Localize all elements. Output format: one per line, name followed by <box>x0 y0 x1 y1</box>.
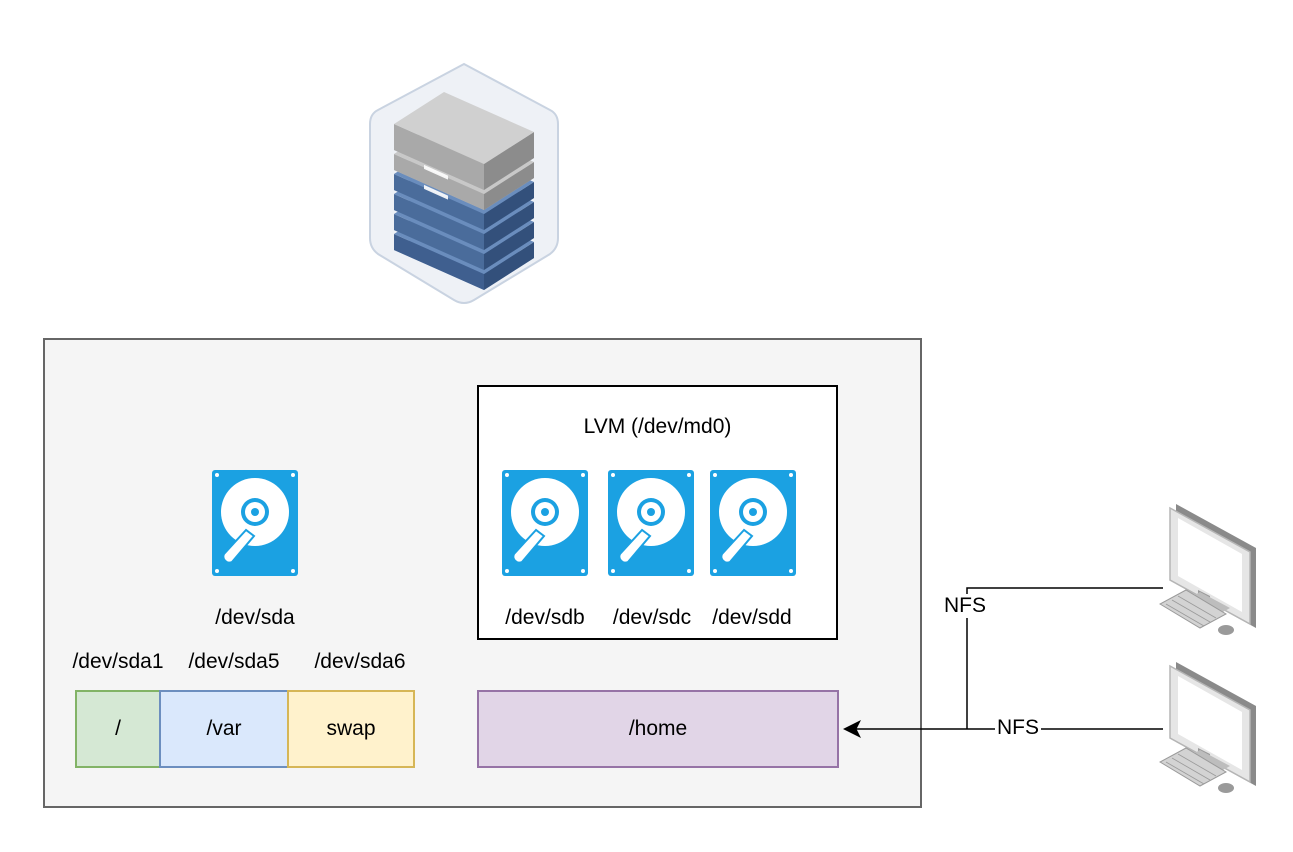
hard-disk-icon <box>212 470 298 576</box>
disk-label-sdb: /dev/sdb <box>505 606 585 629</box>
server-rack-icon <box>369 62 559 304</box>
nfs-line-top <box>966 587 1163 729</box>
nfs-label-top: NFS <box>943 594 987 618</box>
partition-label-sda5: /dev/sda5 <box>188 650 280 673</box>
hard-disk-icon <box>608 470 694 576</box>
lvm-label: LVM (/dev/md0) <box>583 415 732 438</box>
partition-label-sda1: /dev/sda1 <box>72 650 164 673</box>
partition-swap: swap <box>287 690 415 768</box>
disk-label-sdd: /dev/sdd <box>712 606 792 629</box>
desktop-computer-icon <box>1158 662 1256 793</box>
nfs-label-bottom: NFS <box>995 716 1041 740</box>
partition-label-sda6: /dev/sda6 <box>314 650 406 673</box>
hard-disk-icon <box>710 470 796 576</box>
partition-swap-label: swap <box>326 717 376 740</box>
disk-label-sda: /dev/sda <box>215 606 295 629</box>
hard-disk-icon <box>502 470 588 576</box>
desktop-computer-icon <box>1158 504 1256 635</box>
partition-root-label: / <box>115 717 121 740</box>
disk-label-sdc: /dev/sdc <box>612 606 692 629</box>
home-volume: /home <box>477 690 839 768</box>
partition-var-label: /var <box>206 717 242 740</box>
home-volume-label: /home <box>628 717 688 740</box>
partition-root: / <box>75 690 161 768</box>
